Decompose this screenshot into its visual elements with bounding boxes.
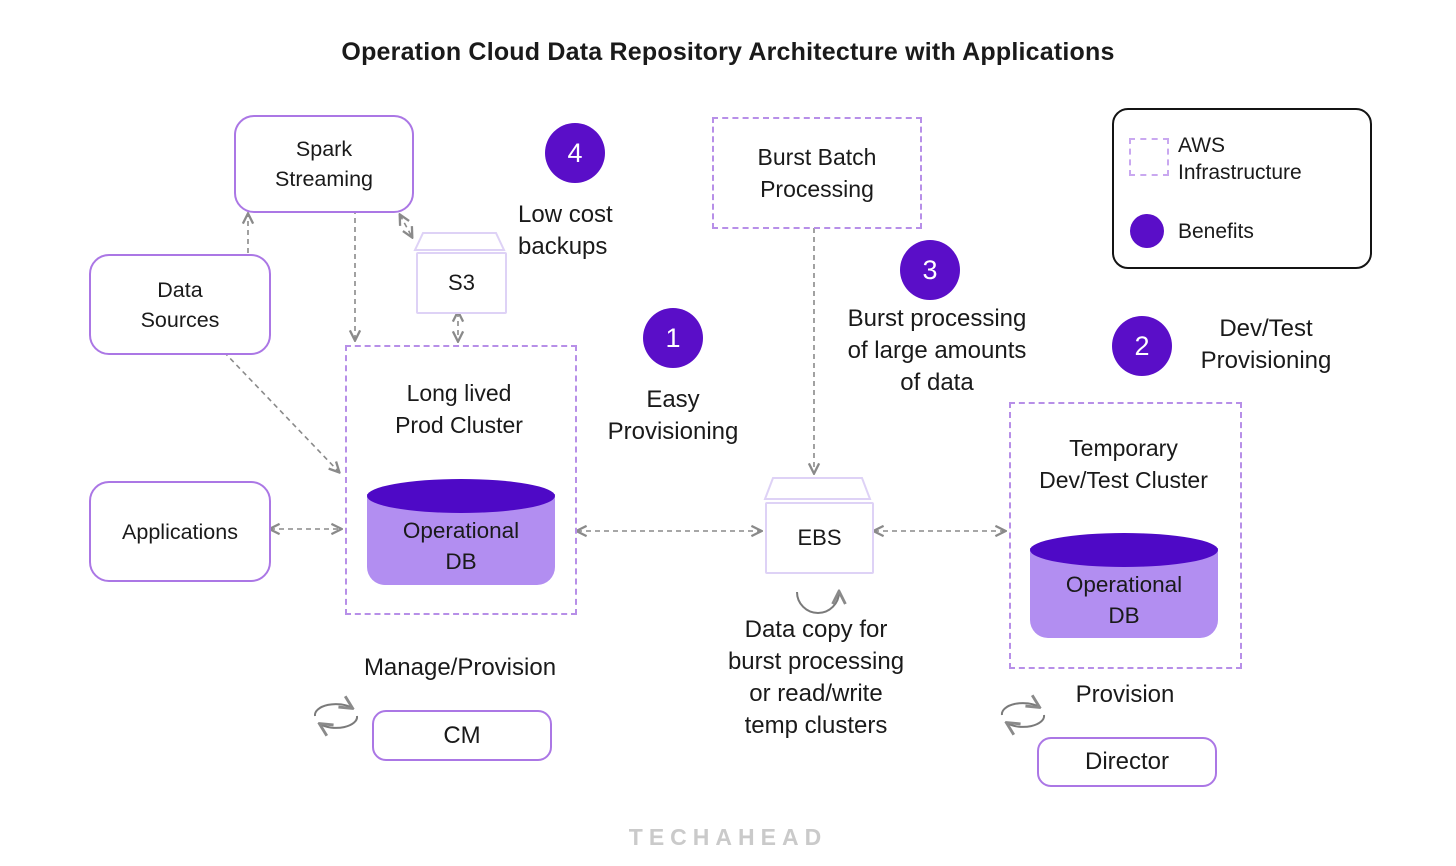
benefit-1-label: Easy Provisioning bbox=[607, 386, 739, 445]
benefit-4-label: Low cost backups bbox=[518, 201, 613, 260]
director-label: Director bbox=[1084, 748, 1169, 775]
benefit-2-number: 2 bbox=[1134, 330, 1150, 361]
burst-batch-label: Burst Batch Processing bbox=[757, 144, 877, 202]
devtest-db-label: Operational DB bbox=[1065, 572, 1183, 628]
benefit-4-number: 4 bbox=[567, 137, 583, 168]
applications-label: Applications bbox=[122, 519, 238, 544]
benefit-2-label: Dev/Test Provisioning bbox=[1200, 315, 1332, 374]
legend: AWS Infrastructure Benefits bbox=[1112, 108, 1372, 269]
sync-icon-director bbox=[1000, 703, 1046, 727]
aws-infrastructure-swatch-icon bbox=[1129, 138, 1169, 176]
benefit-3-number: 3 bbox=[922, 254, 938, 285]
page-title: Operation Cloud Data Repository Architec… bbox=[341, 38, 1115, 66]
node-data-sources: Data Sources bbox=[89, 254, 271, 355]
node-cm: CM bbox=[372, 710, 552, 761]
cluster-long-lived-prod bbox=[345, 345, 577, 615]
benefit-3-label: Burst processing of large amounts of dat… bbox=[847, 305, 1027, 396]
prod-operational-db-cylinder: Operational DB bbox=[367, 479, 555, 585]
benefit-1-number: 1 bbox=[665, 322, 681, 353]
arrow-data-sources-to-prod-cluster bbox=[223, 351, 339, 472]
prod-cluster-label: Long lived Prod Cluster bbox=[395, 380, 523, 438]
ebs-lid-icon bbox=[763, 477, 872, 500]
spark-streaming-label: Spark Streaming bbox=[275, 137, 373, 191]
legend-aws-label: AWS Infrastructure bbox=[1178, 134, 1302, 184]
provision-label: Provision bbox=[1075, 681, 1175, 708]
benefit-badge-1: 1 bbox=[643, 308, 703, 368]
benefit-badge-2: 2 bbox=[1112, 316, 1172, 376]
devtest-cluster-label: Temporary Dev/Test Cluster bbox=[1039, 435, 1208, 493]
node-applications: Applications bbox=[89, 481, 271, 582]
node-burst-batch-processing: Burst Batch Processing bbox=[712, 117, 922, 229]
benefit-badge-4: 4 bbox=[545, 123, 605, 183]
node-s3: S3 bbox=[416, 252, 507, 314]
ebs-label: EBS bbox=[797, 525, 842, 550]
node-director: Director bbox=[1037, 737, 1217, 787]
node-spark-streaming: Spark Streaming bbox=[234, 115, 414, 213]
s3-lid-icon bbox=[413, 232, 506, 251]
manage-provision-label: Manage/Provision bbox=[363, 654, 557, 681]
data-copy-arc-icon bbox=[796, 592, 839, 614]
techahead-watermark: TECHAHEAD bbox=[628, 824, 828, 850]
benefit-badge-3: 3 bbox=[900, 240, 960, 300]
prod-db-label: Operational DB bbox=[402, 518, 520, 574]
cylinder-top bbox=[367, 479, 555, 513]
cm-label: CM bbox=[443, 721, 481, 749]
benefits-swatch-icon bbox=[1130, 214, 1164, 248]
sync-icon-cm bbox=[313, 704, 359, 728]
data-sources-label: Data Sources bbox=[140, 277, 220, 332]
cluster-temporary-devtest bbox=[1009, 402, 1242, 669]
devtest-operational-db-cylinder: Operational DB bbox=[1030, 533, 1218, 638]
cylinder-top bbox=[1030, 533, 1218, 567]
s3-label: S3 bbox=[448, 270, 475, 295]
data-copy-note: Data copy for burst processing or read/w… bbox=[727, 616, 905, 739]
legend-benefits-label: Benefits bbox=[1178, 220, 1254, 243]
node-ebs: EBS bbox=[765, 502, 874, 574]
arrow-spark-s3 bbox=[400, 215, 412, 237]
